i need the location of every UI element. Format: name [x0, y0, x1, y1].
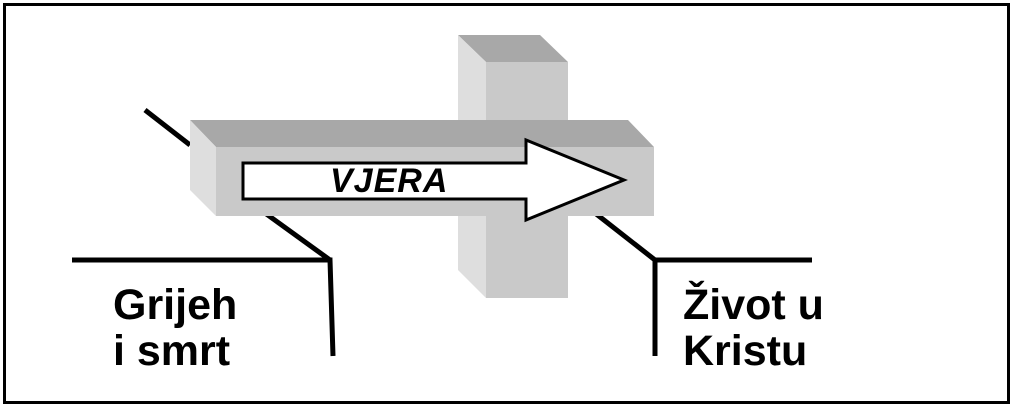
cross-horizontal-side [190, 120, 216, 216]
right-side-label-line2: Kristu [683, 327, 808, 375]
right-cliff [593, 211, 812, 356]
frame-border [3, 3, 1010, 404]
cross-horizontal-top [190, 120, 654, 147]
left-cliff-upper-slope [143, 108, 192, 147]
arrow-label: VJERA [330, 162, 449, 200]
right-cliff-slope [593, 211, 657, 262]
cross-vertical-top [458, 35, 568, 62]
left-cliff [72, 108, 336, 357]
left-side-label-line1: Grijeh [113, 281, 238, 329]
left-side-label-line2: i smrt [113, 327, 231, 375]
faith-arrow [241, 137, 628, 223]
right-side-label-line1: Život u [683, 281, 824, 329]
left-cliff-lower-slope [263, 210, 332, 263]
